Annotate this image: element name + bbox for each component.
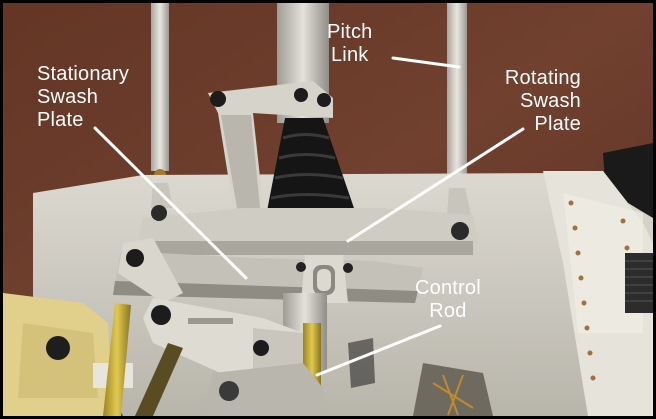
label-rotating-swash-plate: Rotating Swash Plate [489,67,581,136]
rotating-swash-plate-leader [346,127,525,243]
center-clevis [296,255,353,303]
control-rod-leader [315,324,442,377]
label-control-rod-line2: Rod [429,300,467,322]
swash-plate-photo [3,3,653,416]
label-rotating-line3: Plate [534,113,581,135]
rivets [568,200,630,381]
lower-bellcrank [143,298,308,383]
label-pitch-link-line1: Pitch [327,21,373,43]
label-stationary-line2: Swash [37,86,99,108]
label-rotating-line2: Swash [519,90,581,112]
pitch-link-rod-left [151,3,169,171]
label-control-rod-line1: Control [415,277,481,299]
label-stationary-swash-plate: Stationary Swash Plate [37,63,129,132]
pitch-link-leader [391,56,461,69]
label-pitch-link: Pitch Link [327,21,372,67]
label-control-rod: Control Rod [415,277,481,323]
label-stationary-line3: Plate [37,109,84,131]
pitch-link-rod-right [447,3,467,181]
label-rotating-line1: Rotating [504,67,581,89]
leader-lines [93,56,525,377]
stationary-swash-plate-leader [93,126,248,280]
label-pitch-link-line2: Link [330,44,369,66]
label-stationary-line1: Stationary [37,63,130,85]
rubber-boot [267,118,355,211]
